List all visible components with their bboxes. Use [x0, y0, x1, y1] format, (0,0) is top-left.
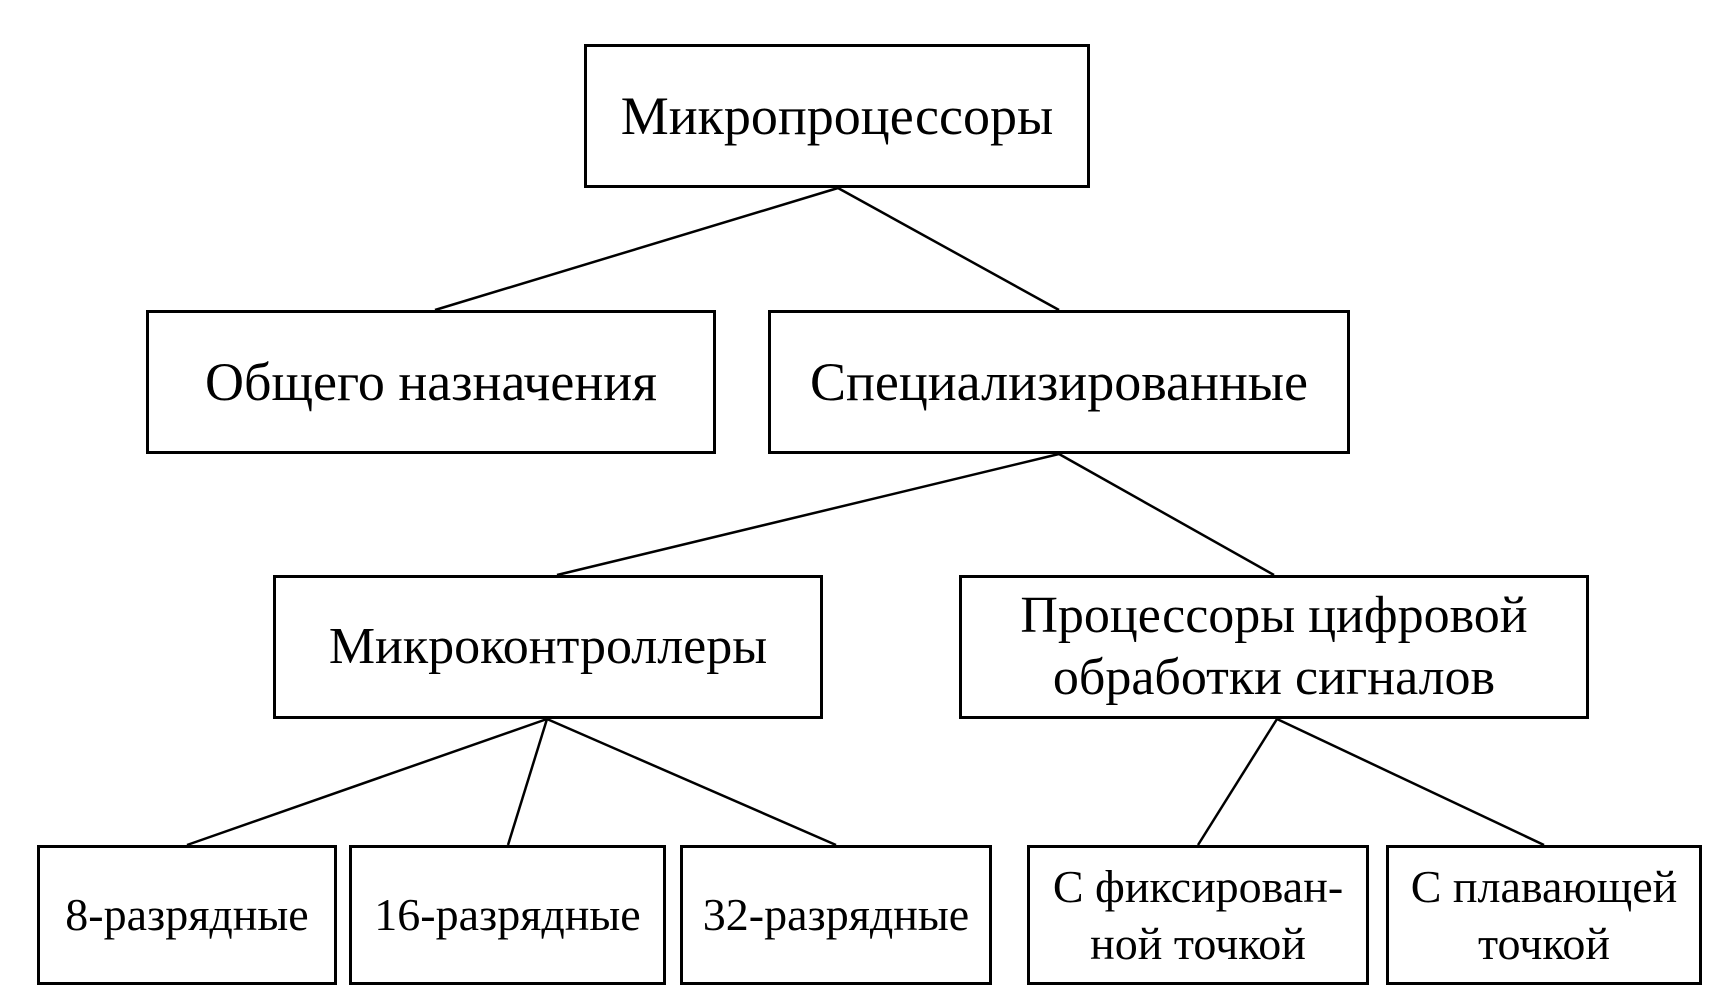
node-32bit: 32-разрядные	[680, 845, 992, 985]
node-8bit-label: 8-разрядные	[65, 889, 309, 941]
connector-microcontrollers-mc_8bit	[186, 717, 548, 847]
node-floating-point: С плавающей точкой	[1386, 845, 1702, 985]
node-specialized-label: Специализированные	[810, 351, 1308, 412]
node-fixed-point-label: С фиксирован- ной точкой	[1052, 860, 1344, 970]
connector-dsp-dsp_float	[1276, 717, 1545, 847]
node-specialized: Специализированные	[768, 310, 1350, 454]
node-general-purpose-label: Общего назначения	[205, 351, 657, 412]
node-microcontrollers: Микроконтроллеры	[273, 575, 823, 719]
node-16bit: 16-разрядные	[349, 845, 666, 985]
node-fixed-point: С фиксирован- ной точкой	[1027, 845, 1369, 985]
node-dsp: Процессоры цифровой обработки сигналов	[959, 575, 1589, 719]
connector-dsp-dsp_fixed	[1196, 718, 1279, 846]
connector-microcontrollers-mc_16bit	[506, 718, 549, 846]
node-microprocessors: Микропроцессоры	[584, 44, 1090, 188]
node-32bit-label: 32-разрядные	[702, 889, 970, 941]
connector-root-specialized	[837, 186, 1060, 312]
node-8bit: 8-разрядные	[37, 845, 337, 985]
node-microprocessors-label: Микропроцессоры	[620, 85, 1054, 146]
connector-root-general_purpose	[434, 186, 839, 312]
node-16bit-label: 16-разрядные	[374, 889, 641, 941]
node-floating-point-label: С плавающей точкой	[1410, 860, 1678, 970]
connector-microcontrollers-mc_32bit	[546, 717, 837, 847]
connector-specialized-dsp	[1058, 452, 1275, 577]
node-microcontrollers-label: Микроконтроллеры	[328, 617, 768, 675]
node-general-purpose: Общего назначения	[146, 310, 716, 454]
connector-specialized-microcontrollers	[556, 452, 1060, 577]
node-dsp-label: Процессоры цифровой обработки сигналов	[1020, 586, 1528, 706]
